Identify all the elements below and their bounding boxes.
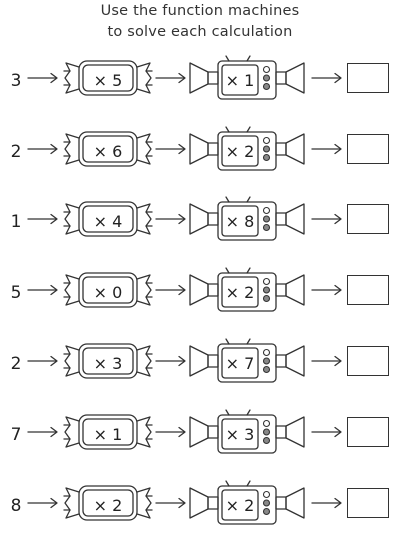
input-number: 2 [10, 142, 22, 162]
arrow-right-icon [27, 72, 58, 84]
machine-1-operation: × 5 [93, 71, 123, 90]
answer-box[interactable] [347, 488, 389, 518]
machines-drawing [27, 338, 342, 383]
arrow-right-icon [155, 213, 186, 225]
tv-machine-icon [189, 126, 305, 171]
calculation-row: 5 × 0 × 2 [0, 267, 400, 317]
candy-machine-icon [63, 131, 153, 167]
arrow-right-icon [311, 426, 342, 438]
instruction-line-1: Use the function machines [100, 3, 300, 19]
candy-machine-icon [63, 60, 153, 96]
machine-2-operation: × 1 [225, 71, 255, 90]
calculation-row: 3 × 5 × 1 [0, 55, 400, 105]
machines-drawing [27, 126, 342, 171]
tv-machine-icon [189, 55, 305, 100]
calculation-row: 1 × 4 × 8 [0, 196, 400, 246]
input-number: 2 [10, 354, 22, 374]
calculation-row: 8 × 2 × 2 [0, 480, 400, 530]
tv-machine-icon [189, 338, 305, 383]
machines-drawing [27, 196, 342, 241]
machine-2-operation: × 2 [225, 142, 255, 161]
machine-1-operation: × 3 [93, 354, 123, 373]
machine-1-operation: × 1 [93, 425, 123, 444]
arrow-right-icon [27, 213, 58, 225]
calculation-row: 7 × 1 × 3 [0, 409, 400, 459]
answer-box[interactable] [347, 63, 389, 93]
machine-2-operation: × 8 [225, 212, 255, 231]
arrow-right-icon [311, 213, 342, 225]
arrow-right-icon [311, 284, 342, 296]
input-number: 7 [10, 425, 22, 445]
machine-1-operation: × 0 [93, 283, 123, 302]
machine-2-operation: × 3 [225, 425, 255, 444]
arrow-right-icon [27, 426, 58, 438]
candy-machine-icon [63, 343, 153, 379]
machines-drawing [27, 409, 342, 454]
arrow-right-icon [155, 426, 186, 438]
machines-drawing [27, 267, 342, 312]
input-number: 3 [10, 71, 22, 91]
machine-2-operation: × 2 [225, 283, 255, 302]
machines-drawing [27, 55, 342, 100]
arrow-right-icon [27, 355, 58, 367]
input-number: 5 [10, 283, 22, 303]
calculation-row: 2 × 3 × 7 [0, 338, 400, 388]
answer-box[interactable] [347, 417, 389, 447]
tv-machine-icon [189, 267, 305, 312]
arrow-right-icon [155, 497, 186, 509]
answer-box[interactable] [347, 204, 389, 234]
answer-box[interactable] [347, 346, 389, 376]
arrow-right-icon [27, 284, 58, 296]
input-number: 1 [10, 212, 22, 232]
candy-machine-icon [63, 414, 153, 450]
arrow-right-icon [155, 284, 186, 296]
answer-box[interactable] [347, 134, 389, 164]
instruction-line-2: to solve each calculation [107, 24, 293, 40]
machine-2-operation: × 2 [225, 496, 255, 515]
machine-2-operation: × 7 [225, 354, 255, 373]
arrow-right-icon [155, 72, 186, 84]
candy-machine-icon [63, 201, 153, 237]
tv-machine-icon [189, 480, 305, 525]
arrow-right-icon [155, 355, 186, 367]
machine-1-operation: × 2 [93, 496, 123, 515]
candy-machine-icon [63, 485, 153, 521]
input-number: 8 [10, 496, 22, 516]
arrow-right-icon [311, 143, 342, 155]
arrow-right-icon [311, 355, 342, 367]
answer-box[interactable] [347, 275, 389, 305]
calculation-row: 2 × 6 × 2 [0, 126, 400, 176]
machine-1-operation: × 4 [93, 212, 123, 231]
machines-drawing [27, 480, 342, 525]
arrow-right-icon [27, 143, 58, 155]
arrow-right-icon [311, 497, 342, 509]
arrow-right-icon [311, 72, 342, 84]
tv-machine-icon [189, 409, 305, 454]
candy-machine-icon [63, 272, 153, 308]
arrow-right-icon [27, 497, 58, 509]
machine-1-operation: × 6 [93, 142, 123, 161]
arrow-right-icon [155, 143, 186, 155]
tv-machine-icon [189, 196, 305, 241]
